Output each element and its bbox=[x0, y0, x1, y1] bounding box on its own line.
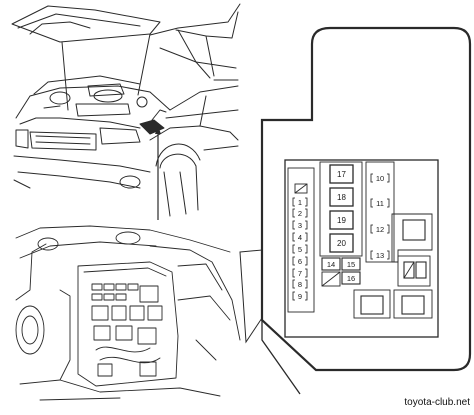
fuse-label-18: 18 bbox=[337, 193, 346, 202]
fuse-box-outline bbox=[284, 159, 439, 338]
left-fuse-brackets bbox=[292, 197, 308, 301]
callout-arrowhead-icon bbox=[155, 126, 161, 134]
fuse-label-9: 9 bbox=[298, 292, 302, 301]
fuse-label-13: 13 bbox=[376, 251, 384, 260]
fuse-label-12: 12 bbox=[376, 225, 384, 234]
fuse-label-11: 11 bbox=[376, 199, 384, 208]
center-fuse-group bbox=[319, 161, 363, 257]
fuse-label-20: 20 bbox=[337, 239, 346, 248]
relay-frame bbox=[391, 213, 433, 263]
relay-frame-3 bbox=[353, 289, 391, 319]
left-fuse-labels: 1 2 3 4 5 6 7 8 9 bbox=[298, 198, 302, 301]
fuse-label-5: 5 bbox=[298, 245, 302, 254]
small-fuse-labels: 14 15 16 bbox=[327, 260, 355, 283]
fuse-label-15: 15 bbox=[347, 260, 355, 269]
fuse-label-14: 14 bbox=[327, 260, 335, 269]
fuse-label-7: 7 bbox=[298, 269, 302, 278]
fuse-icon bbox=[294, 183, 308, 194]
fuse-19 bbox=[329, 210, 354, 230]
fuse-label-8: 8 bbox=[298, 280, 302, 289]
right-fuse-brackets bbox=[370, 173, 390, 260]
center-fuse-labels: 17 18 19 20 bbox=[337, 170, 346, 248]
relay-frame-2 bbox=[397, 255, 431, 287]
right-fuse-labels: 10 11 12 13 bbox=[376, 174, 384, 260]
fuse-label-1: 1 bbox=[298, 198, 302, 207]
fuse-18 bbox=[329, 187, 354, 207]
fuse-label-10: 10 bbox=[376, 174, 384, 183]
right-fuse-group bbox=[365, 161, 395, 263]
fuse-panel-outline bbox=[260, 26, 472, 372]
fuse-label-16: 16 bbox=[347, 274, 355, 283]
left-fuse-group bbox=[287, 167, 315, 313]
fuse-icon bbox=[321, 271, 341, 287]
relay-icon bbox=[360, 295, 384, 315]
fuse-16 bbox=[341, 271, 361, 285]
fuse-label-17: 17 bbox=[337, 170, 346, 179]
relay-icon bbox=[402, 219, 426, 241]
relay-icon bbox=[415, 261, 427, 279]
car-hood-open-icon bbox=[11, 3, 241, 217]
fuse-17 bbox=[329, 164, 354, 184]
relay-icon bbox=[401, 295, 425, 315]
fuse-label-6: 6 bbox=[298, 257, 302, 266]
fuse-label-2: 2 bbox=[298, 209, 302, 218]
relay-icon bbox=[403, 261, 415, 279]
zoom-connector bbox=[239, 249, 263, 344]
fuse-label-4: 4 bbox=[298, 233, 302, 242]
engine-bay-fuse-box-icon bbox=[15, 225, 241, 401]
fuse-label-19: 19 bbox=[337, 216, 346, 225]
fuse-20 bbox=[329, 233, 354, 253]
relay-frame-4 bbox=[393, 289, 433, 319]
fuse-label-3: 3 bbox=[298, 221, 302, 230]
fuse-15 bbox=[341, 257, 361, 271]
watermark: toyota-club.net bbox=[404, 397, 470, 408]
fuse-14 bbox=[321, 257, 341, 271]
